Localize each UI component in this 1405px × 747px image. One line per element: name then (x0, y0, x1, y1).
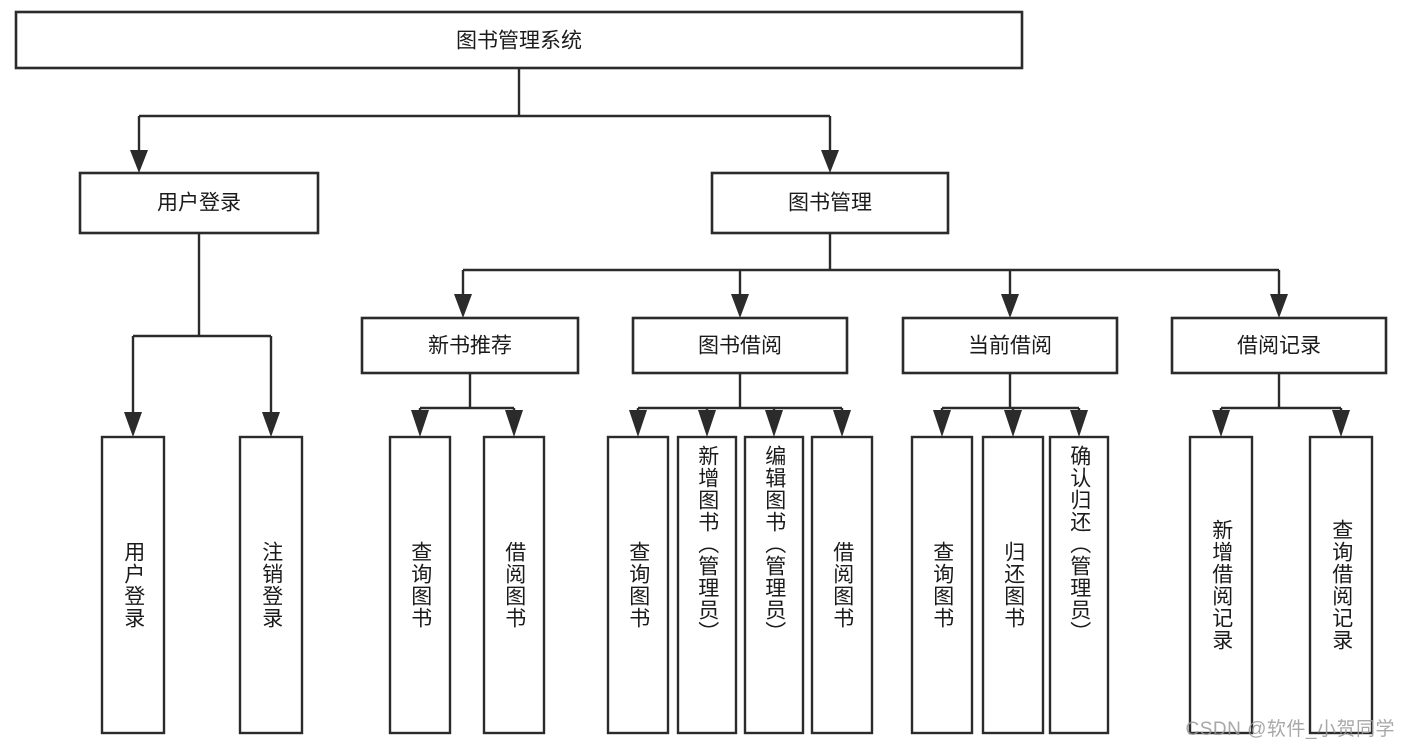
arrowhead-leaf-bb-edit (765, 410, 783, 437)
arrowhead-book-borrow (731, 294, 749, 318)
node-user-login[interactable]: 用户登录 (78, 171, 320, 235)
arrowhead-borrow-record (1270, 294, 1288, 318)
node-borrow-record-label: 借阅记录 (1237, 335, 1321, 358)
node-root-label: 图书管理系统 (456, 30, 582, 53)
node-new-book-rec-label: 新书推荐 (428, 335, 512, 358)
node-new-book-rec-box[interactable] (360, 316, 580, 375)
csdn-watermark: CSDN @软件_小贺同学 (1185, 719, 1395, 740)
node-current-borrow[interactable]: 当前借阅 (901, 316, 1119, 375)
node-current-borrow-box[interactable] (901, 316, 1119, 375)
leaf-bb-add-box[interactable] (676, 435, 738, 735)
arrowhead-leaf-rec-query (411, 410, 429, 437)
arrowhead-leaf-logout (262, 412, 280, 437)
leaf-logout-box[interactable] (238, 435, 304, 735)
arrowhead-book-manage (821, 150, 839, 173)
arrowhead-leaf-bb-query (629, 410, 647, 437)
node-book-borrow[interactable]: 图书借阅 (631, 316, 849, 375)
leaf-br-add-box[interactable] (1188, 435, 1254, 735)
connector-group-user-login (124, 233, 280, 437)
node-book-manage[interactable]: 图书管理 (710, 171, 950, 235)
arrowhead-leaf-rec-borrow (505, 410, 523, 437)
node-root[interactable]: 图书管理系统 (14, 10, 1024, 70)
connector-group-new-book-rec (411, 373, 523, 437)
arrowhead-leaf-cb-confirm (1070, 410, 1088, 437)
node-new-book-rec[interactable]: 新书推荐 (360, 316, 580, 375)
connector-group-book-manage (454, 233, 1288, 318)
arrowhead-leaf-cb-query (933, 410, 951, 437)
arrowhead-user-login (130, 150, 148, 173)
node-user-login-label: 用户登录 (157, 192, 241, 215)
arrowhead-leaf-user-login (124, 412, 142, 437)
node-user-login-box[interactable] (78, 171, 320, 235)
node-book-manage-label: 图书管理 (788, 192, 872, 215)
arrowhead-new-book-rec (454, 294, 472, 318)
leaf-br-query-box[interactable] (1308, 435, 1374, 735)
arrowhead-leaf-br-add (1212, 410, 1230, 437)
leaf-rec-query-box[interactable] (388, 435, 452, 735)
leaf-boxes (100, 435, 1374, 735)
arrowhead-leaf-cb-return (1004, 410, 1022, 437)
leaf-cb-return-box[interactable] (981, 435, 1045, 735)
leaf-rec-borrow-box[interactable] (482, 435, 546, 735)
connector-group-book-borrow (629, 373, 851, 437)
node-book-borrow-label: 图书借阅 (698, 335, 782, 358)
node-book-manage-box[interactable] (710, 171, 950, 235)
arrowhead-leaf-bb-borrow (833, 410, 851, 437)
node-borrow-record-box[interactable] (1170, 316, 1388, 375)
node-current-borrow-label: 当前借阅 (968, 335, 1052, 358)
arrowhead-current-borrow (1001, 294, 1019, 318)
arrowhead-leaf-bb-add (698, 410, 716, 437)
connector-group-borrow-record (1212, 373, 1350, 437)
leaf-cb-query-box[interactable] (910, 435, 974, 735)
arrowhead-leaf-br-query (1332, 410, 1350, 437)
node-root-box[interactable] (14, 10, 1024, 70)
node-borrow-record[interactable]: 借阅记录 (1170, 316, 1388, 375)
leaf-bb-borrow-box[interactable] (810, 435, 874, 735)
leaf-bb-query-box[interactable] (606, 435, 670, 735)
node-book-borrow-box[interactable] (631, 316, 849, 375)
leaf-bb-edit-box[interactable] (743, 435, 805, 735)
leaf-cb-confirm-box[interactable] (1048, 435, 1110, 735)
connector-group-root (130, 68, 839, 173)
leaf-user-login-box[interactable] (100, 435, 166, 735)
connector-group-current-borrow (933, 373, 1088, 437)
